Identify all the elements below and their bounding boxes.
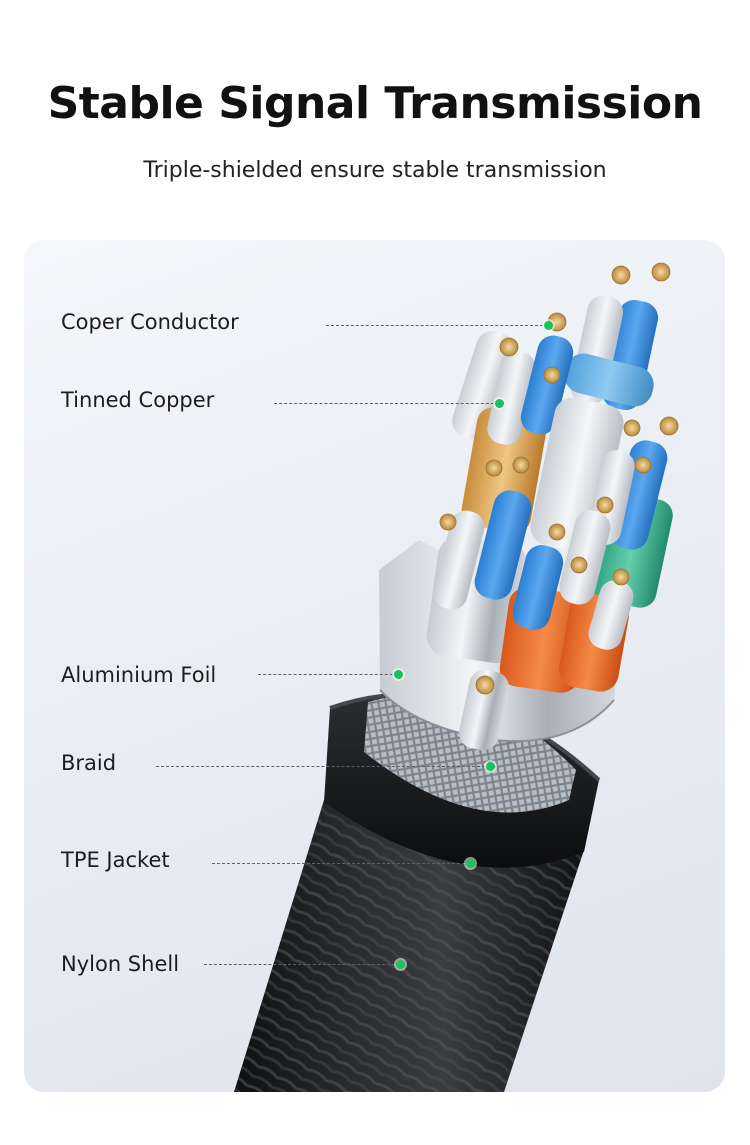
marker-dot-coper-conductor [543,320,553,330]
cable-cross-section-panel: Coper Conductor Tinned Copper Aluminium … [24,240,725,1092]
marker-dot-braid [485,761,495,771]
page-subtitle: Triple-shielded ensure stable transmissi… [143,158,607,183]
marker-dot-tpe-jacket [465,858,475,868]
label-tinned-copper: Tinned Copper [61,388,215,412]
leader-braid [156,766,490,767]
label-coper-conductor: Coper Conductor [61,310,239,334]
label-nylon-shell: Nylon Shell [61,952,180,976]
marker-dot-aluminium-foil [393,669,403,679]
cable-illustration [234,262,679,1092]
marker-dot-tinned-copper [494,398,504,408]
label-tpe-jacket: TPE Jacket [61,848,170,872]
page-title: Stable Signal Transmission [47,78,703,129]
leader-aluminium-foil [258,674,398,675]
leader-nylon-shell [204,964,400,965]
leader-tinned-copper [274,403,499,404]
label-braid: Braid [61,751,117,775]
leader-tpe-jacket [212,863,470,864]
marker-dot-nylon-shell [395,959,405,969]
leader-coper-conductor [326,325,548,326]
label-aluminium-foil: Aluminium Foil [61,663,217,687]
